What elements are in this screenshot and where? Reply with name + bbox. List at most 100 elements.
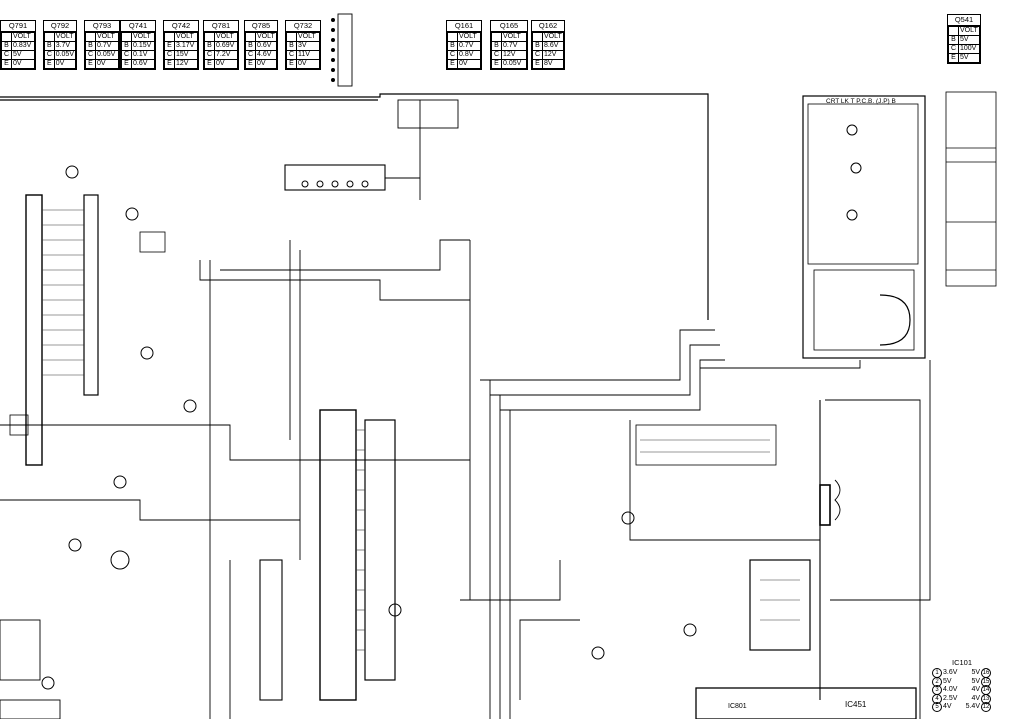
pin-name: C	[491, 49, 502, 60]
voltage-table-title: Q741	[121, 21, 155, 32]
voltage-table-title: Q541	[948, 15, 980, 26]
ic101-title: IC101	[951, 658, 972, 667]
pin-name: E	[286, 58, 297, 69]
voltage-value: 3.17V	[174, 40, 198, 51]
pin-name	[532, 31, 543, 42]
voltage-value: 0V	[95, 58, 119, 69]
voltage-value: 0.6V	[131, 58, 155, 69]
pin-name: C	[948, 43, 959, 54]
pin-name: E	[491, 58, 502, 69]
voltage-value: 8.6V	[542, 40, 564, 51]
voltage-value: 3V	[296, 40, 320, 51]
voltage-table-title: Q165	[491, 21, 527, 32]
pin-name: C	[164, 49, 175, 60]
pin-name: C	[1, 49, 12, 60]
voltage-value: 0.1V	[131, 49, 155, 60]
pin-name: E	[44, 58, 55, 69]
pin-name	[121, 31, 132, 42]
pin-name: B	[491, 40, 502, 51]
voltage-value: VOLT	[131, 31, 155, 42]
voltage-value: VOLT	[214, 31, 238, 42]
ic801-label: IC801	[728, 703, 747, 710]
voltage-value: VOLT	[958, 25, 980, 36]
pin-name: C	[85, 49, 96, 60]
voltage-value: 15V	[174, 49, 198, 60]
voltage-table-row: VOLT	[204, 31, 238, 42]
pin-name: E	[948, 52, 959, 63]
crt-board-label: CRT LK T P.C.B. (J.P) B	[826, 98, 896, 105]
voltage-value: 4.6V	[255, 49, 277, 60]
voltage-value: 0V	[457, 58, 481, 69]
pin-name: E	[121, 58, 132, 69]
voltage-value: 0V	[11, 58, 35, 69]
voltage-value: 0.7V	[457, 40, 481, 51]
voltage-table-row: VOLT	[44, 31, 77, 42]
pin-name	[85, 31, 96, 42]
voltage-value: 12V	[174, 58, 198, 69]
voltage-value: 11V	[296, 49, 320, 60]
pin-name	[1, 31, 12, 42]
pin-name: C	[532, 49, 543, 60]
pin-name: B	[204, 40, 215, 51]
voltage-table-row: VOLT	[1, 31, 35, 42]
voltage-table-row: VOLT	[286, 31, 320, 42]
voltage-table-row: VOLT	[447, 31, 481, 42]
pin-name: B	[85, 40, 96, 51]
pin-name	[286, 31, 297, 42]
pin-name	[204, 31, 215, 42]
pin-name: E	[245, 58, 256, 69]
voltage-value: 0.6V	[255, 40, 277, 51]
voltage-value: 8V	[542, 58, 564, 69]
pin-name	[447, 31, 458, 42]
pin-name: E	[85, 58, 96, 69]
voltage-value: VOLT	[542, 31, 564, 42]
voltage-value: 0.7V	[501, 40, 527, 51]
pin-name: E	[447, 58, 458, 69]
pin-number: 12	[981, 702, 991, 713]
voltage-value: 0V	[53, 58, 77, 69]
pin-name: C	[447, 49, 458, 60]
pin-name: C	[245, 49, 256, 60]
pin-name: C	[204, 49, 215, 60]
voltage-value: 0.83V	[11, 40, 35, 51]
voltage-value: VOLT	[296, 31, 320, 42]
voltage-table-row: VOLT	[245, 31, 277, 42]
voltage-value: 0.05V	[501, 58, 527, 69]
pin-name	[164, 31, 175, 42]
